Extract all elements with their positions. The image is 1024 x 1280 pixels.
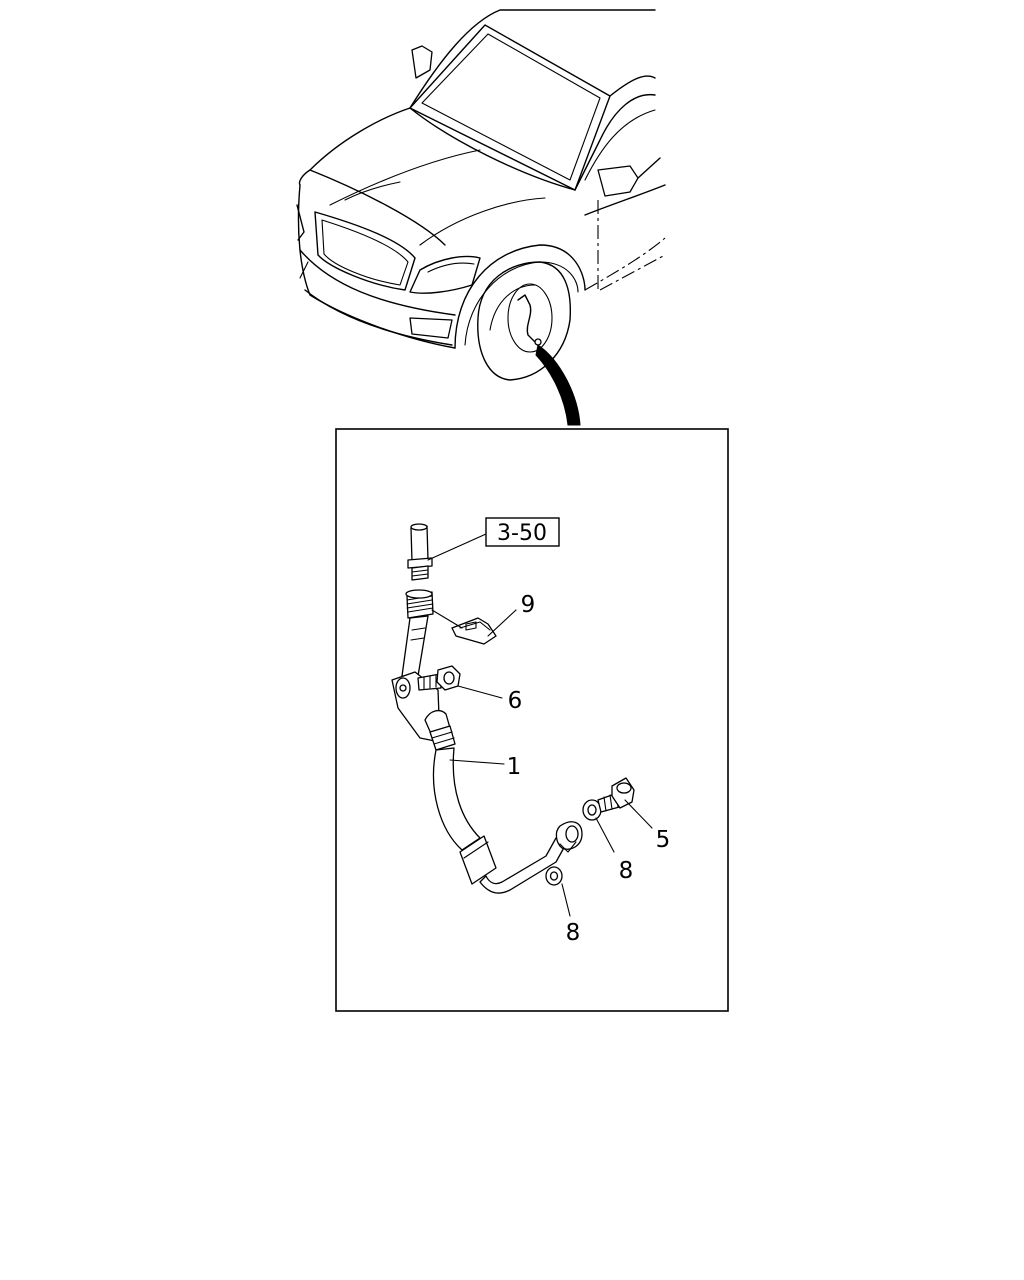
reference-box-frame <box>485 517 560 547</box>
callout-8-upper: 8 <box>619 858 634 884</box>
detail-leader <box>535 344 581 426</box>
callout-1: 1 <box>507 754 522 780</box>
vehicle-illustration <box>296 9 666 381</box>
reference-label: 3-50 <box>497 521 547 546</box>
callout-5: 5 <box>656 827 671 853</box>
callout-9: 9 <box>521 592 536 618</box>
detail-frame <box>335 428 729 1012</box>
brake-hose-assembly <box>391 523 635 894</box>
leader-lines <box>427 533 653 917</box>
callout-8-lower: 8 <box>566 920 581 946</box>
callout-6: 6 <box>508 688 523 714</box>
reference-box-3-50[interactable]: 3-50 <box>485 517 560 547</box>
